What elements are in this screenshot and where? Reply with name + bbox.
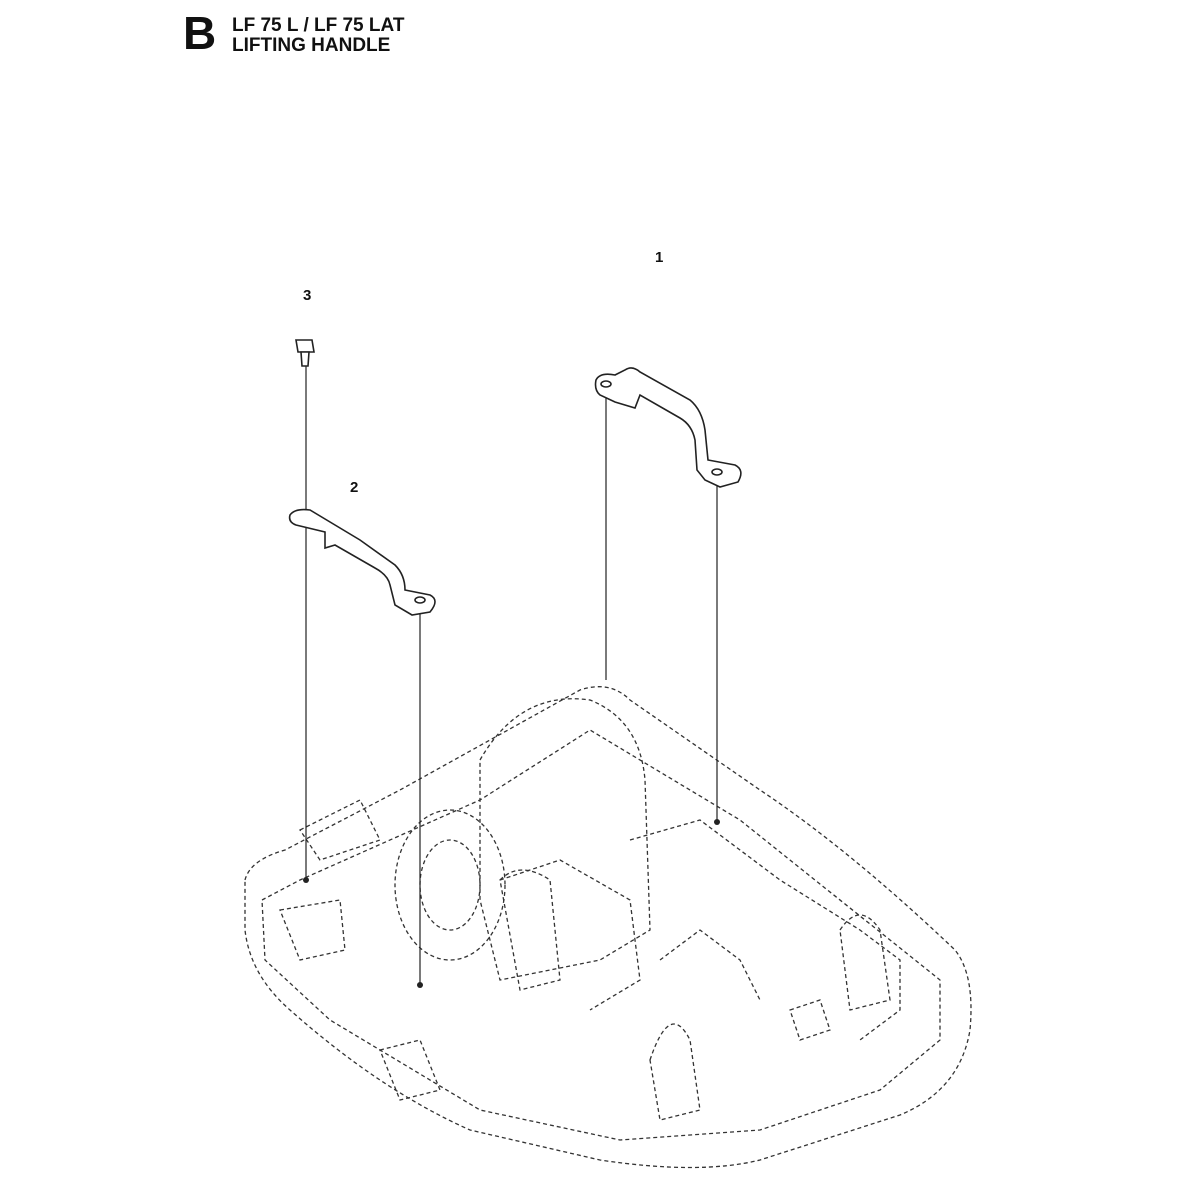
section-letter: B	[183, 7, 217, 59]
screw-part-3	[295, 339, 315, 367]
diagram-title: LIFTING HANDLE	[232, 35, 391, 56]
base-plate	[244, 686, 972, 1169]
callout-2[interactable]: 2	[350, 479, 359, 496]
callout-3[interactable]: 3	[303, 287, 312, 304]
lifting-handle-part-2	[288, 508, 436, 616]
callout-1[interactable]: 1	[655, 249, 664, 266]
model-title: LF 75 L / LF 75 LAT	[232, 15, 405, 36]
lifting-handle-part-1	[594, 367, 742, 488]
